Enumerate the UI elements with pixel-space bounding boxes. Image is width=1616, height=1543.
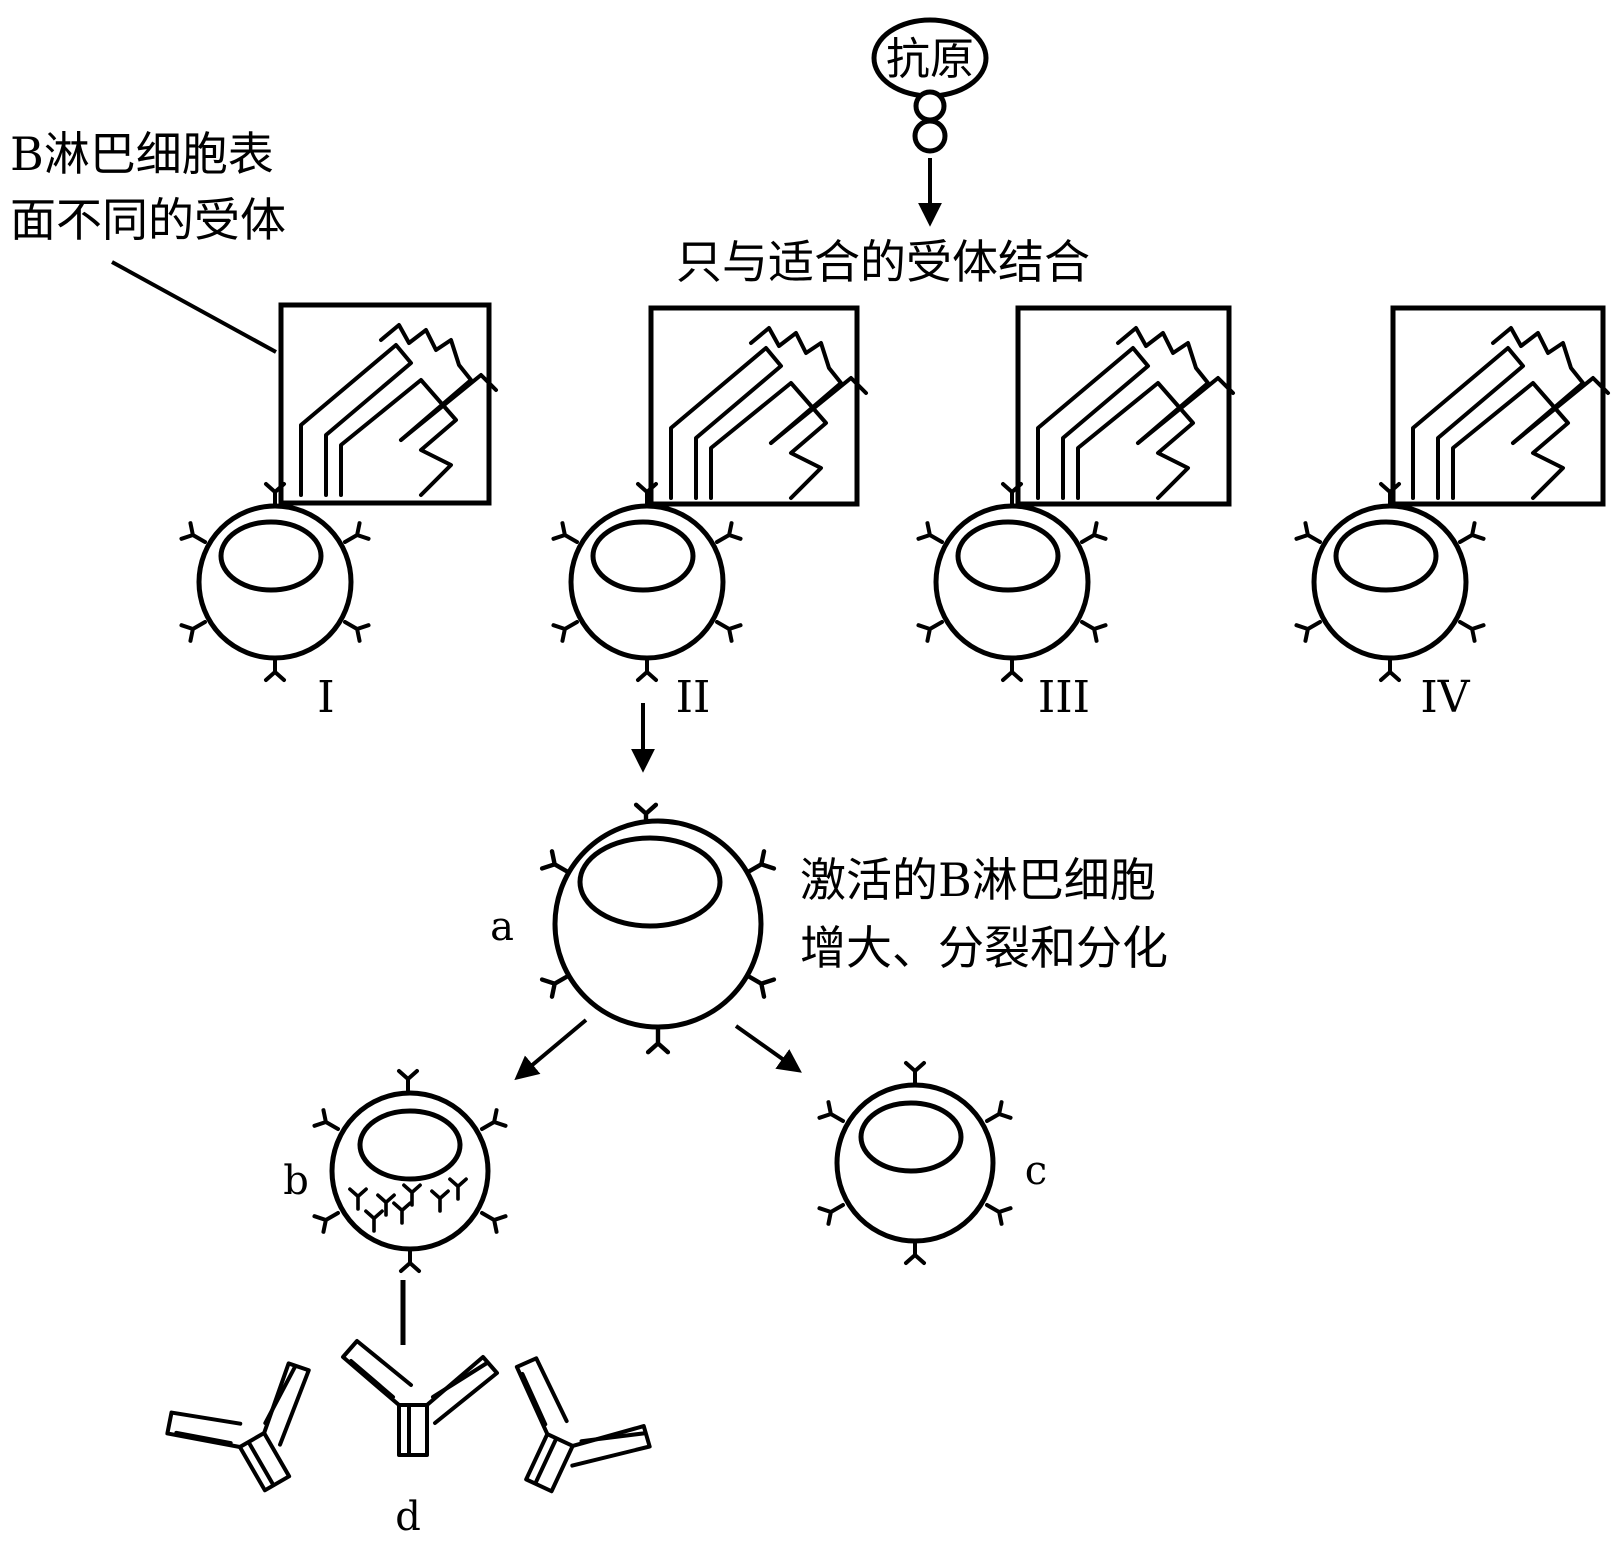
- label-c: c: [1025, 1148, 1047, 1194]
- plasma-cell-b: [312, 1069, 508, 1273]
- cell-number-3: III: [1038, 672, 1090, 723]
- receptor-note-line-2: 面不同的受体: [10, 193, 286, 247]
- antibody-1: [157, 1340, 352, 1521]
- label-d: d: [395, 1494, 421, 1540]
- memory-cell-c: [817, 1061, 1013, 1265]
- antigen-bead-2: [912, 118, 948, 154]
- arrow-to-c: [734, 1024, 802, 1073]
- receptor-zoom-3: [1015, 305, 1235, 507]
- antigen: 抗原: [871, 17, 989, 154]
- receptor-zoom-2: [648, 305, 868, 507]
- cell-number-4: IV: [1420, 672, 1470, 723]
- label-b: b: [283, 1158, 309, 1204]
- antigen-label: 抗原: [886, 34, 974, 85]
- activated-note-line-2: 增大、分裂和分化: [800, 921, 1168, 975]
- receptor-zoom-4: [1390, 305, 1610, 507]
- activated-note-line-1: 激活的B淋巴细胞: [800, 853, 1156, 907]
- receptor-pointer-line: [111, 260, 277, 354]
- b-cell-3: [916, 482, 1108, 682]
- antibody-3: [473, 1350, 666, 1523]
- receptor-note-line-1: B淋巴细胞表: [10, 127, 274, 181]
- antibody-2: [341, 1339, 499, 1457]
- binding-note: 只与适合的受体结合: [676, 235, 1090, 289]
- b-cell-2: [551, 482, 743, 682]
- receptor-zoom-1: [278, 302, 498, 506]
- antigen-bead-1: [913, 89, 947, 123]
- b-cell-1: [179, 482, 371, 682]
- cell-number-2: II: [676, 672, 711, 723]
- b-cell-4: [1294, 482, 1486, 682]
- arrow-to-b: [514, 1018, 588, 1081]
- activated-b-cell-a: [542, 805, 774, 1052]
- cell-number-1: I: [317, 672, 334, 723]
- label-a: a: [490, 904, 514, 950]
